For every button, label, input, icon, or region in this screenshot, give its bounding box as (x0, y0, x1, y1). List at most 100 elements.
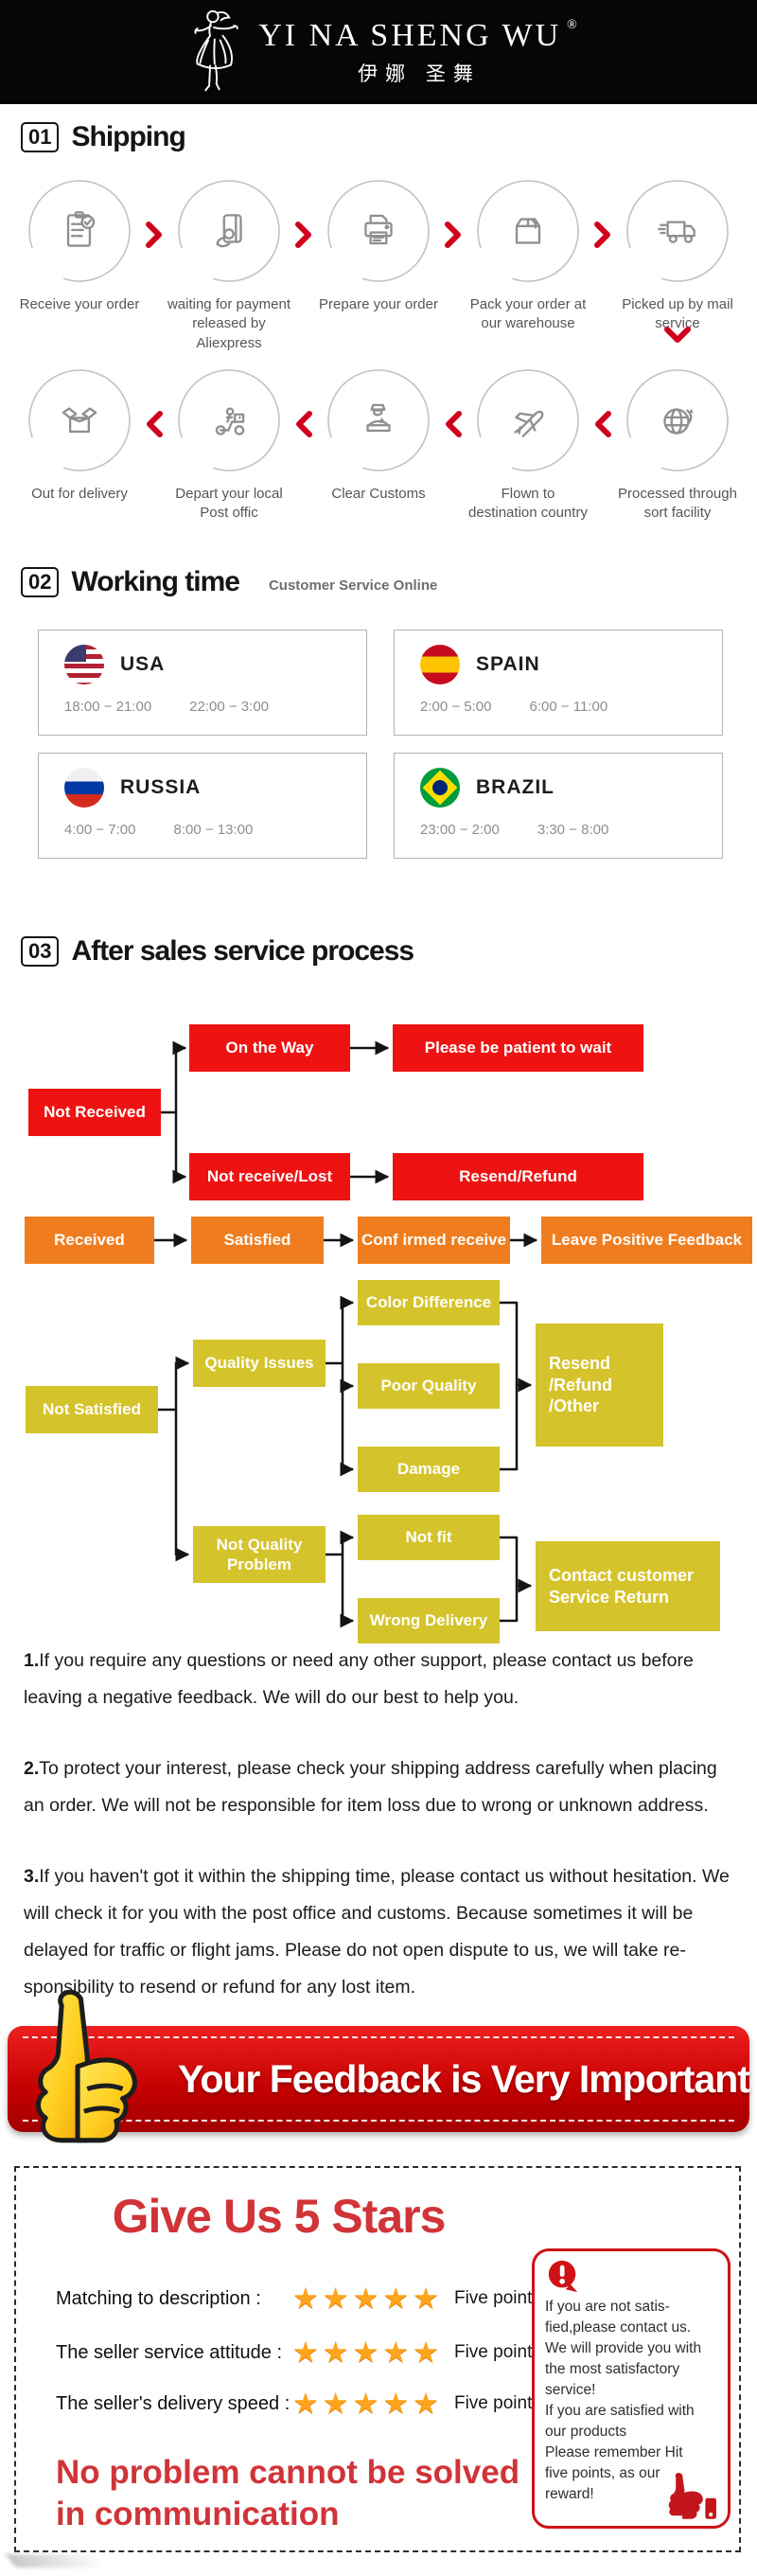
flow-box-contact-customer: Contact customer Service Return (536, 1541, 720, 1631)
circle-arc (327, 180, 430, 282)
arrow-left-icon (142, 410, 167, 438)
section-working-time-header: 02 Working time Customer Service Online (21, 566, 437, 598)
circle-arc (477, 369, 579, 471)
arrow-left-icon (441, 410, 466, 438)
shipping-step: Receive your order (17, 178, 142, 314)
policy-note-2: 2.To protect your interest, please check… (24, 1758, 717, 1816)
step-label: Processed through sort facility (618, 486, 737, 522)
five-star-rating-icon: ★★★★★ (292, 2336, 443, 2369)
flow-box-resend-refund: Resend/Refund (393, 1153, 643, 1200)
service-time: 2:00 − 5:00 (420, 699, 492, 715)
flow-box-damage: Damage (358, 1447, 500, 1492)
thumbs-up-icon (35, 1989, 137, 2143)
brand-text-block: YI NA SHENG WU® 伊娜 圣舞 (258, 18, 580, 87)
open-box-icon (62, 407, 97, 434)
brand-header: YI NA SHENG WU® 伊娜 圣舞 (0, 0, 757, 104)
rating-points: Five points (453, 2288, 541, 2308)
step-label: Receive your order (19, 296, 140, 312)
country-name: BRAZIL (476, 776, 555, 798)
shipping-step: Picked up by mail service (615, 178, 740, 334)
step-label: Depart your local Post offic (175, 486, 283, 522)
country-name: USA (120, 653, 166, 675)
section-number-badge: 03 (21, 936, 60, 967)
flow-box-not-quality-problem: Not Quality Problem (193, 1526, 326, 1583)
shipping-step: Processed through sort facility (615, 367, 740, 524)
flow-box-resend-refund-other: Resend /Refund /Other (536, 1324, 663, 1447)
shipping-steps-row-2: Out for delivery Depart your local Post … (17, 367, 740, 524)
shipping-step: Flown to destination country (466, 367, 590, 524)
country-name: SPAIN (476, 653, 540, 675)
flow-box-not-fit: Not fit (358, 1515, 500, 1560)
policy-note-1: 1.If you require any questions or need a… (24, 1650, 694, 1708)
service-time: 18:00 − 21:00 (64, 699, 152, 715)
spain-flag-icon (420, 645, 460, 684)
payment-card-icon (216, 214, 242, 248)
order-checklist-icon (66, 211, 96, 247)
circle-arc (28, 369, 131, 471)
circle-arc (327, 369, 430, 471)
step-label: Out for delivery (31, 486, 128, 502)
service-time: 3:30 − 8:00 (537, 822, 609, 838)
flow-box-leave-feedback: Leave Positive Feedback (541, 1217, 752, 1264)
after-sales-flowchart: Not Received On the Way Please be patien… (0, 1018, 757, 1680)
brand-name-chinese: 伊娜 圣舞 (358, 62, 481, 85)
step-circle (26, 178, 132, 284)
step-circle (176, 367, 282, 473)
policy-note-3: 3.If you haven't got it within the shipp… (24, 1866, 730, 1998)
section-number-badge: 01 (21, 122, 60, 152)
service-time: 4:00 − 7:00 (64, 822, 136, 838)
globe-icon (663, 408, 694, 435)
working-time-card-russia: RUSSIA 4:00 − 7:00 8:00 − 13:00 (38, 744, 376, 859)
flow-box-on-the-way: On the Way (189, 1024, 350, 1072)
thumbs-up-red-icon (668, 2472, 716, 2519)
flow-box-received: Received (25, 1217, 154, 1264)
note-number: 1. (24, 1650, 40, 1671)
arrow-down-icon (663, 326, 692, 349)
step-circle (326, 367, 431, 473)
rating-row-description: Matching to description : ★★★★★ Five poi… (56, 2277, 541, 2320)
section-after-sales-header: 03 After sales service process (21, 935, 414, 968)
arrow-right-icon (590, 221, 615, 249)
step-label: Prepare your order (319, 296, 438, 312)
rating-points: Five points (453, 2393, 541, 2413)
section-title: Working time (71, 566, 239, 597)
section-title: After sales service process (71, 935, 414, 967)
package-box-icon (515, 218, 541, 244)
rating-label: The seller's delivery speed : (56, 2392, 290, 2414)
registered-mark: ® (567, 17, 580, 32)
arrow-left-icon (590, 410, 615, 438)
service-time: 6:00 − 11:00 (529, 699, 608, 715)
shipping-step: Out for delivery (17, 367, 142, 504)
step-circle (475, 178, 581, 284)
alert-icon (548, 2260, 578, 2293)
flow-box-wrong-delivery: Wrong Delivery (358, 1598, 500, 1643)
service-time: 8:00 − 13:00 (173, 822, 254, 838)
step-label: Pack your order at our warehouse (469, 296, 587, 332)
shipping-step: waiting for payment released by Aliexpre… (167, 178, 291, 353)
country-name: RUSSIA (120, 776, 202, 798)
note-number: 2. (24, 1758, 40, 1779)
courier-scooter-icon (215, 407, 245, 435)
policy-notes: 1.If you require any questions or need a… (24, 1643, 739, 2040)
printer-icon (364, 214, 393, 245)
circle-arc (178, 180, 280, 282)
flow-box-color-difference: Color Difference (358, 1280, 500, 1325)
brand-name: YI NA SHENG WU® (258, 17, 580, 53)
arrow-right-icon (291, 221, 316, 249)
arrow-left-icon (291, 410, 316, 438)
feedback-banner-text: Your Feedback is Very Important (178, 2056, 750, 2101)
shipping-step: Prepare your order (316, 178, 441, 314)
section-subtitle: Customer Service Online (268, 577, 438, 594)
circle-arc (28, 180, 131, 282)
step-label: Clear Customs (331, 486, 426, 502)
step-circle (176, 178, 282, 284)
flow-box-quality-issues: Quality Issues (193, 1340, 326, 1387)
satisfaction-note-text: If you are not satis- fied,please contac… (545, 2299, 702, 2502)
rating-points: Five points (453, 2342, 541, 2362)
step-circle (26, 367, 132, 473)
five-star-rating-icon: ★★★★★ (292, 2282, 443, 2315)
rating-row-delivery: The seller's delivery speed : ★★★★★ Five… (56, 2382, 541, 2425)
